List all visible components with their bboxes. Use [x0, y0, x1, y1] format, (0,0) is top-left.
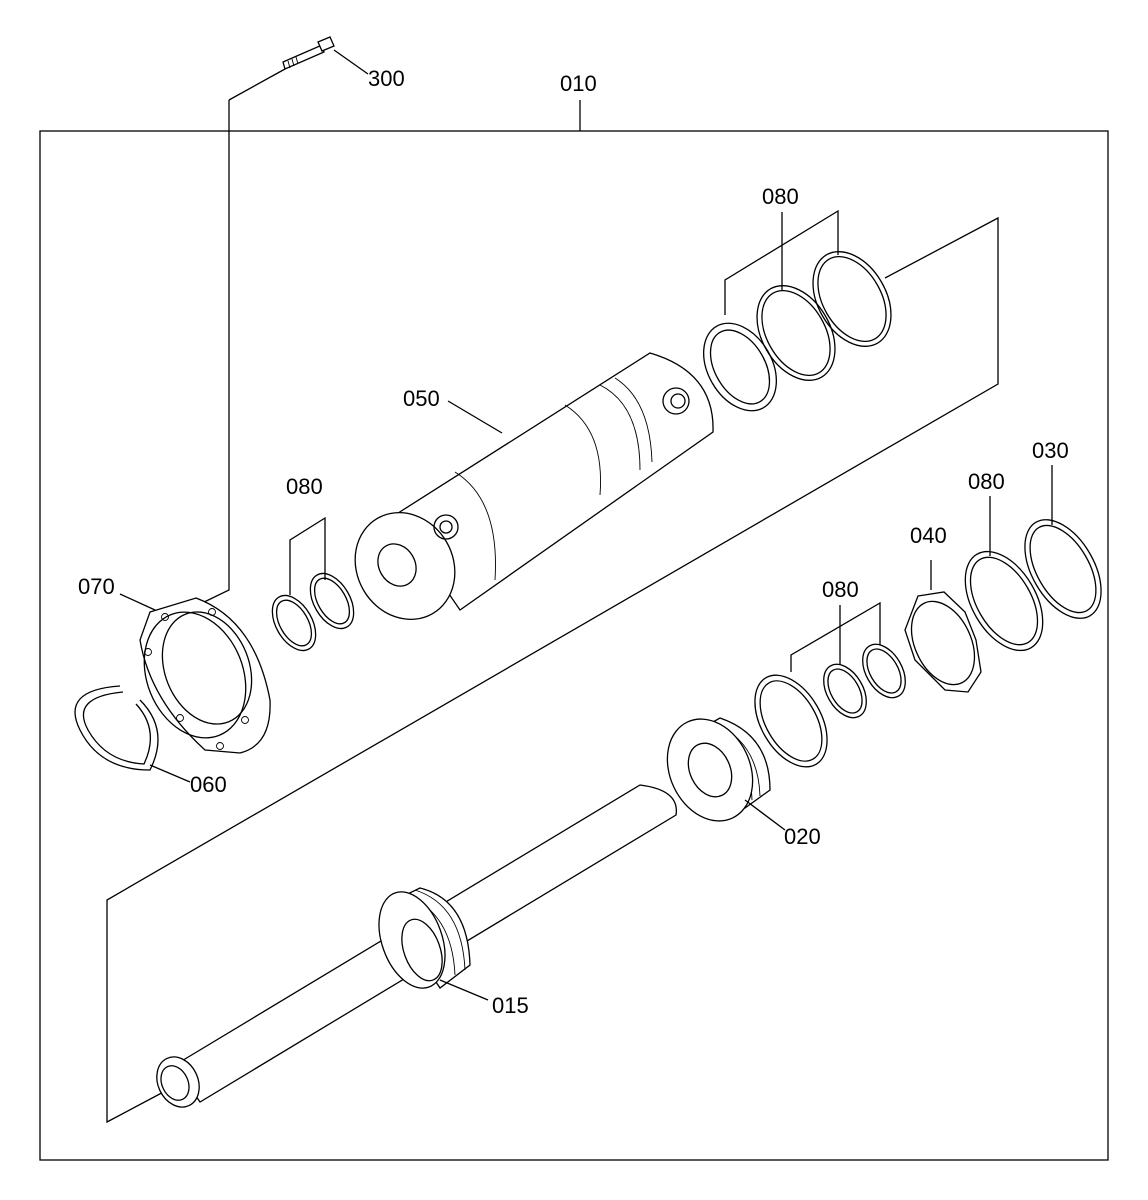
label-020: 020 — [784, 824, 821, 849]
assembly-frame — [39, 130, 1109, 1161]
label-080-gland: 080 — [822, 577, 859, 602]
head-seal-rings — [271, 516, 355, 652]
label-060: 060 — [190, 772, 227, 797]
tube-seal-rings — [703, 209, 892, 412]
gland-seal-rings — [754, 601, 906, 768]
label-050: 050 — [403, 386, 440, 411]
label-080-head: 080 — [286, 474, 323, 499]
piston-ring — [1024, 465, 1102, 619]
wear-ring — [964, 496, 1044, 652]
label-010: 010 — [560, 71, 597, 96]
label-070: 070 — [78, 574, 115, 599]
cylinder-tube — [354, 352, 714, 620]
piston — [666, 717, 786, 831]
snap-ring — [74, 685, 191, 783]
bolt — [197, 36, 369, 606]
head-flange — [119, 593, 271, 754]
label-080-upper: 080 — [762, 184, 799, 209]
label-015: 015 — [492, 993, 529, 1018]
piston-rod — [156, 784, 677, 1108]
label-030: 030 — [1032, 438, 1069, 463]
label-080-wear: 080 — [968, 469, 1005, 494]
lock-washer — [904, 560, 982, 693]
label-040: 040 — [910, 523, 947, 548]
label-300: 300 — [368, 66, 405, 91]
